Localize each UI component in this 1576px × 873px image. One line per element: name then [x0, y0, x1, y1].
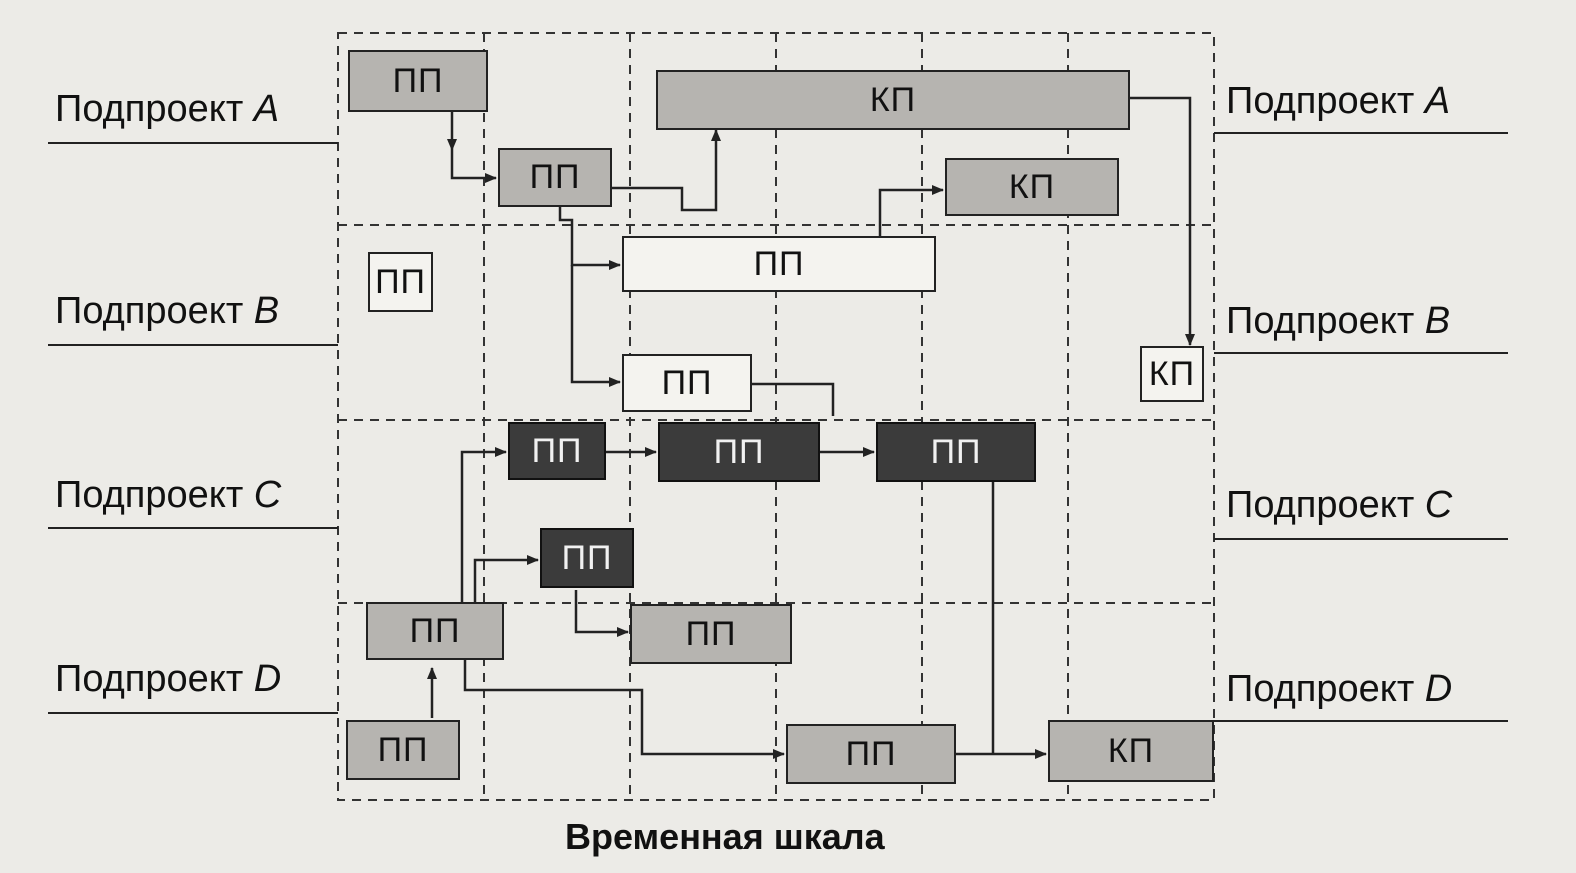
milestone-box-a: КП [656, 70, 1130, 130]
left-label-subproject-a: Подпроект A [55, 88, 280, 130]
left-line-c [48, 527, 338, 529]
task-box-a2: ПП [498, 148, 612, 207]
task-box-b3: ПП [622, 354, 752, 412]
timeline-label: Временная шкала [565, 816, 885, 857]
task-box-c1: ПП [508, 422, 606, 480]
task-box-c4: ПП [540, 528, 634, 588]
task-box-b1: ПП [368, 252, 433, 312]
task-box-a1: ПП [348, 50, 488, 112]
task-box-d4: ПП [786, 724, 956, 784]
task-box-c2: ПП [658, 422, 820, 482]
task-box-d3: ПП [346, 720, 460, 780]
left-line-d [48, 712, 338, 714]
timeline-grid [337, 32, 1215, 801]
task-box-d1: ПП [366, 602, 504, 660]
milestone-box-b: КП [1140, 346, 1204, 402]
right-label-subproject-c: Подпроект C [1226, 484, 1453, 526]
task-box-d2: ПП [630, 604, 792, 664]
right-label-subproject-a: Подпроект A [1226, 80, 1451, 122]
milestone-box-d: КП [1048, 720, 1214, 782]
milestone-box-a2: КП [945, 158, 1119, 216]
left-label-subproject-c: Подпроект C [55, 474, 282, 516]
right-line-d [1214, 720, 1508, 722]
left-line-a [48, 142, 338, 144]
right-line-c [1214, 538, 1508, 540]
left-line-b [48, 344, 338, 346]
left-label-subproject-b: Подпроект B [55, 290, 280, 332]
right-line-a [1214, 132, 1508, 134]
right-label-subproject-d: Подпроект D [1226, 668, 1453, 710]
task-box-c3: ПП [876, 422, 1036, 482]
right-label-subproject-b: Подпроект B [1226, 300, 1451, 342]
left-label-subproject-d: Подпроект D [55, 658, 282, 700]
task-box-b2: ПП [622, 236, 936, 292]
right-line-b [1214, 352, 1508, 354]
